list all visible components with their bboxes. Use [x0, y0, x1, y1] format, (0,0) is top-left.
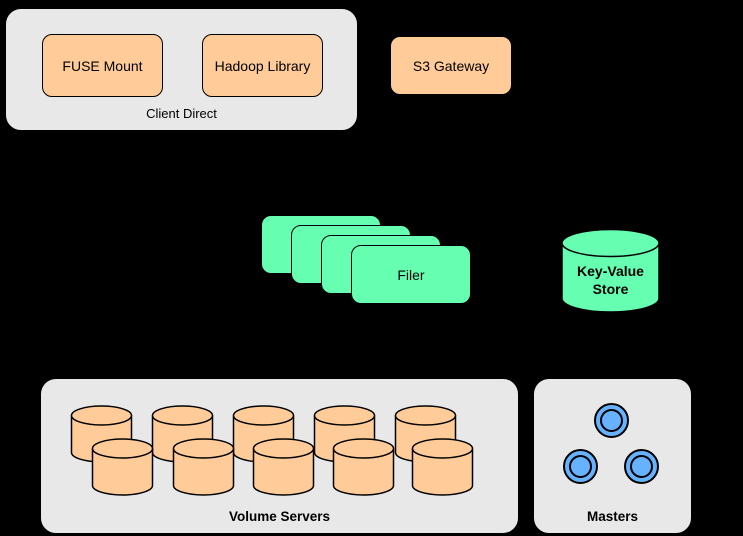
client-direct-caption: Client Direct [146, 106, 217, 121]
masters-caption: Masters [586, 509, 639, 524]
volume-servers-group[interactable]: Volume Servers [40, 378, 519, 534]
master-node[interactable] [594, 403, 629, 438]
s3-gateway-label: S3 Gateway [412, 57, 490, 74]
volume-server-cylinder[interactable] [151, 405, 214, 463]
volume-servers-caption: Volume Servers [228, 509, 331, 524]
master-node[interactable] [624, 449, 659, 484]
fuse-mount-label: FUSE Mount [62, 57, 143, 74]
node-s3-gateway[interactable]: S3 Gateway [390, 36, 512, 95]
master-node-inner-ring [600, 409, 623, 432]
node-fuse-mount[interactable]: FUSE Mount [42, 34, 163, 97]
client-direct-group[interactable]: FUSE Mount Hadoop Library Client Direct [5, 8, 358, 131]
volume-server-cylinder[interactable] [91, 438, 154, 496]
node-hadoop-library[interactable]: Hadoop Library [202, 34, 323, 97]
volume-server-cylinder[interactable] [252, 438, 315, 496]
key-value-store-label: Key-Value Store [577, 263, 644, 297]
master-node-inner-ring [569, 455, 592, 478]
filer-label: Filer [397, 266, 425, 283]
hadoop-library-label: Hadoop Library [214, 57, 311, 74]
masters-group[interactable]: Masters [533, 378, 692, 534]
node-key-value-store[interactable]: Key-Value Store [560, 228, 661, 315]
master-node[interactable] [563, 449, 598, 484]
volume-server-cylinder[interactable] [411, 438, 474, 496]
key-value-cylinder-shape [561, 228, 660, 313]
master-node-inner-ring [630, 455, 653, 478]
node-filer[interactable]: Filer [351, 245, 471, 304]
volume-server-cylinder[interactable] [172, 438, 235, 496]
volume-server-cylinder[interactable] [332, 438, 395, 496]
